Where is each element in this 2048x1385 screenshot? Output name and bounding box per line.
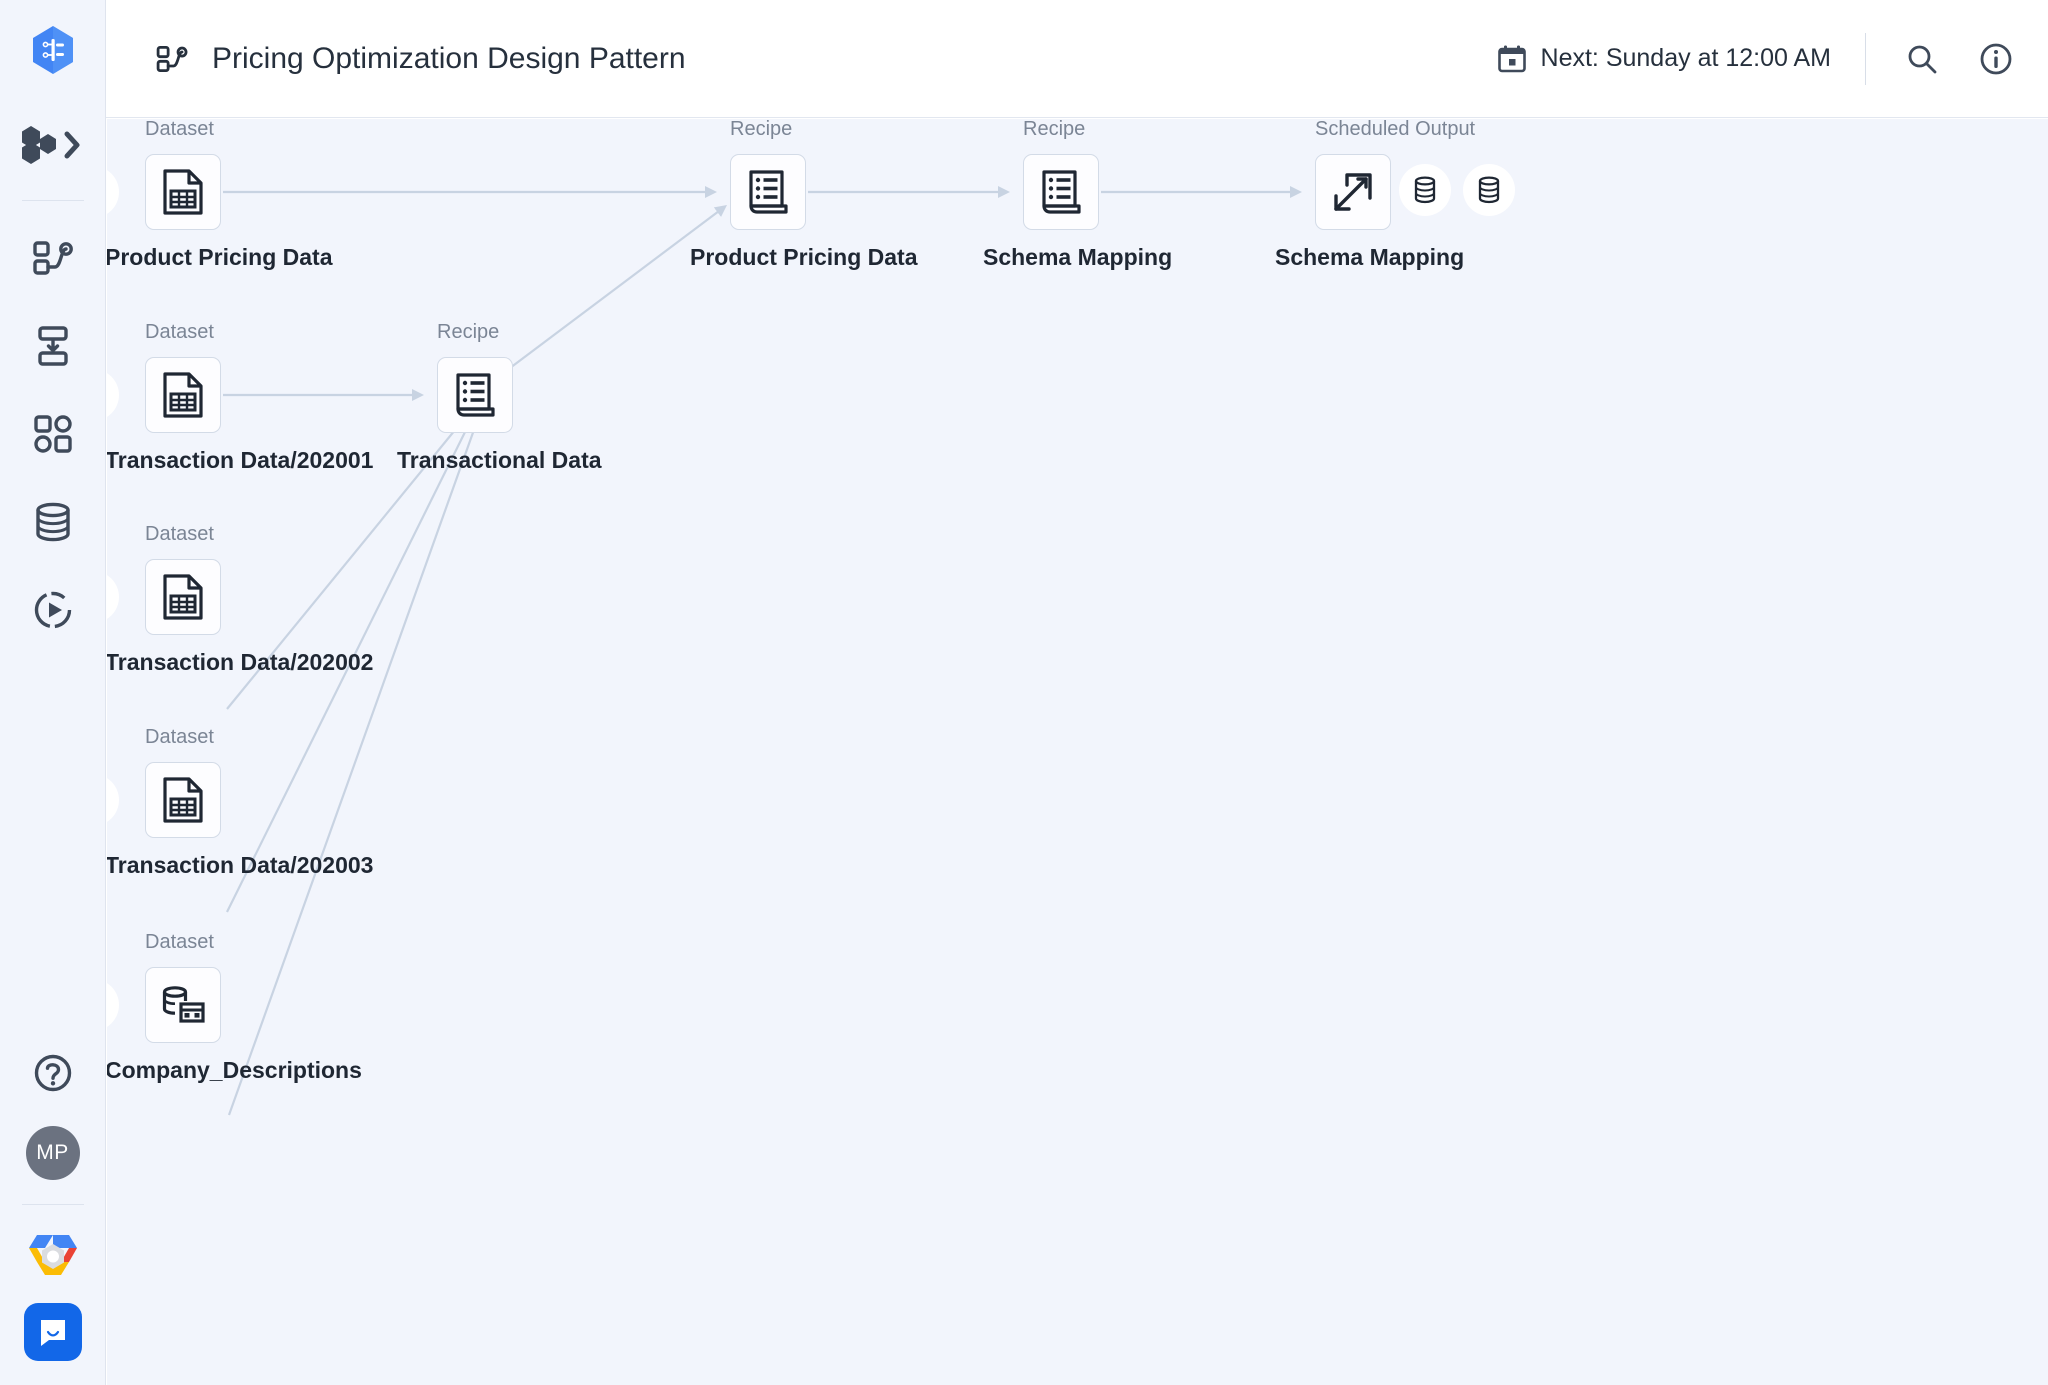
- flow-diagram-icon: [154, 41, 190, 77]
- flow-node-transaction-202003[interactable]: Dataset Transactio: [107, 726, 373, 878]
- info-button[interactable]: [1974, 37, 2018, 81]
- flow-edges: [223, 186, 1302, 1116]
- avatar-initials: MP: [36, 1141, 69, 1164]
- node-icon-box[interactable]: [1315, 154, 1391, 230]
- search-icon: [1908, 45, 1937, 73]
- node-kind: Dataset: [145, 726, 214, 748]
- search-button[interactable]: [1900, 37, 1944, 81]
- node-kind: Dataset: [145, 321, 214, 343]
- node-label: Schema Mapping: [983, 244, 1173, 270]
- sidebar-item-datasets[interactable]: [22, 491, 84, 553]
- sidebar-divider-top: [21, 200, 84, 201]
- node-icon-box[interactable]: [730, 154, 806, 230]
- database-icon: [1414, 176, 1436, 204]
- node-icon-box[interactable]: [145, 559, 221, 635]
- sheet-document-icon: [163, 372, 203, 418]
- flow-node-product-pricing-dataset[interactable]: Dataset Product Pr: [107, 119, 332, 270]
- node-icon-box[interactable]: [145, 154, 221, 230]
- sidebar-item-import-export[interactable]: [22, 315, 84, 377]
- sidebar-item-jobs[interactable]: [22, 579, 84, 641]
- help-circle-icon: [34, 1054, 71, 1092]
- node-kind: Dataset: [145, 931, 214, 953]
- node-label: Transactional Data: [397, 447, 602, 473]
- edge-tx202002-to-transactional: [226, 411, 471, 710]
- node-kind: Dataset: [145, 523, 214, 545]
- edge-company-desc-to-transactional: [227, 417, 480, 1116]
- avatar[interactable]: MP: [25, 1126, 80, 1180]
- edge-tx202003-to-transactional: [226, 415, 474, 913]
- recipe-list-icon: [456, 373, 495, 417]
- flow-canvas[interactable]: Dataset Product Pr: [107, 119, 2048, 1385]
- sidebar-item-flow[interactable]: [22, 227, 84, 289]
- output-target-database-1[interactable]: [1399, 164, 1451, 216]
- flow-node-transaction-202002[interactable]: Dataset Transactio: [107, 523, 373, 675]
- recipe-list-icon: [1042, 170, 1081, 214]
- database-icon: [1478, 176, 1500, 204]
- google-cloud-logo[interactable]: [27, 1229, 79, 1281]
- info-circle-icon: [1980, 43, 2012, 74]
- recipe-list-icon: [749, 170, 788, 214]
- node-label: Transaction Data/202002: [107, 649, 374, 675]
- node-label: Product Pricing Data: [690, 244, 918, 270]
- page-header: Pricing Optimization Design Pattern Next…: [106, 0, 2048, 118]
- chat-icon: [40, 1320, 65, 1346]
- node-label: Transaction Data/202001: [107, 447, 374, 473]
- node-kind: Scheduled Output: [1315, 119, 1476, 140]
- node-icon-box[interactable]: [1023, 154, 1099, 230]
- node-icon-box[interactable]: [145, 357, 221, 433]
- node-icon-box[interactable]: [145, 967, 221, 1043]
- intercom-chat-button[interactable]: [23, 1303, 82, 1361]
- calendar-icon: [1497, 44, 1527, 74]
- import-export-icon: [37, 326, 68, 366]
- node-kind: Recipe: [437, 321, 500, 343]
- header-separator: [1865, 32, 1866, 85]
- flow-node-company-descriptions[interactable]: Dataset: [107, 931, 362, 1083]
- node-icon-box[interactable]: [437, 357, 513, 433]
- node-label: Transaction Data/202003: [107, 852, 374, 878]
- node-kind: Recipe: [730, 119, 793, 140]
- node-label: Company_Descriptions: [107, 1057, 362, 1083]
- database-icon: [35, 502, 70, 542]
- sheet-document-icon: [163, 777, 203, 823]
- flow-diagram-icon: [32, 241, 73, 275]
- flow-node-product-pricing-recipe[interactable]: Recipe Product Pricing Data: [690, 119, 917, 270]
- sidebar: MP: [0, 0, 106, 1385]
- database-table-icon: [162, 986, 205, 1023]
- node-kind: Recipe: [1023, 119, 1086, 140]
- sheet-document-icon: [163, 169, 203, 215]
- chevron-right-icon: [64, 131, 79, 159]
- arrow-out-square-icon: [1334, 173, 1372, 211]
- output-target-database-2[interactable]: [1463, 164, 1515, 216]
- node-label: Schema Mapping: [1275, 244, 1465, 270]
- apps-grid-icon: [33, 415, 72, 453]
- edge-transactional-to-pricing-recipe: [481, 204, 727, 390]
- project-switcher[interactable]: [13, 118, 93, 172]
- flow-node-schema-mapping-output[interactable]: Scheduled Output: [1275, 119, 1515, 270]
- node-kind: Dataset: [145, 119, 214, 140]
- flow-node-schema-mapping-recipe[interactable]: Recipe Schema Mapping: [983, 119, 1172, 270]
- schedule-indicator[interactable]: Next: Sunday at 12:00 AM: [1497, 44, 1831, 74]
- sidebar-divider-bottom: [21, 1204, 84, 1205]
- flow-node-transaction-202001[interactable]: Dataset Transactio: [107, 321, 373, 473]
- page-title: Pricing Optimization Design Pattern: [212, 41, 686, 75]
- sidebar-item-help[interactable]: [22, 1042, 84, 1104]
- schedule-text: Next: Sunday at 12:00 AM: [1540, 44, 1831, 72]
- sidebar-item-plans[interactable]: [22, 403, 84, 465]
- flow-node-transactional-data-recipe[interactable]: Recipe Transactional Data: [397, 321, 602, 473]
- sheet-document-icon: [163, 574, 203, 620]
- node-icon-box[interactable]: [145, 762, 221, 838]
- app-logo[interactable]: [25, 22, 81, 78]
- play-circle-icon: [34, 591, 71, 629]
- node-label: Product Pricing Data: [107, 244, 333, 270]
